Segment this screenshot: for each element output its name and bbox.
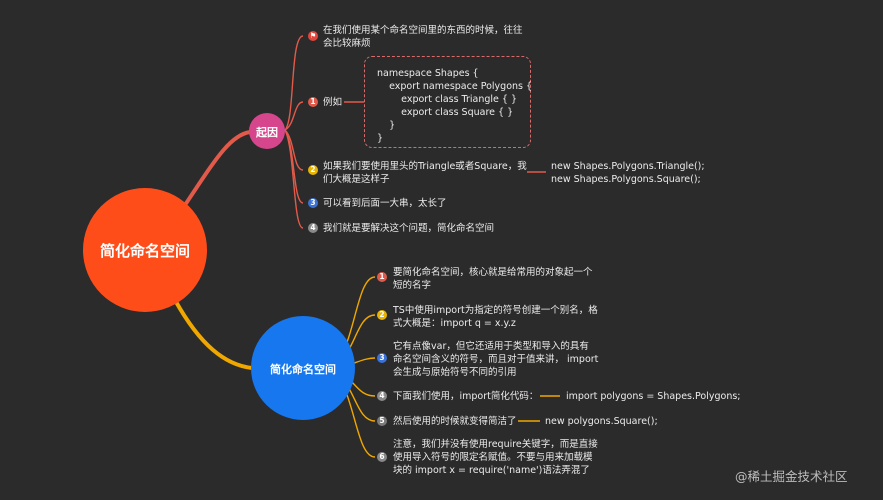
root-node[interactable]: 简化命名空间 <box>99 242 190 260</box>
badge-3-icon: 3 <box>377 353 387 363</box>
badge-1-icon: 1 <box>308 97 318 107</box>
cause-item-1[interactable]: 在我们使用某个命名空间里的东西的时候，往往 会比较麻烦 <box>323 25 523 49</box>
cause-item-3[interactable]: 可以看到后面一大串，太长了 <box>323 198 447 209</box>
code-line: } <box>377 120 396 131</box>
badge-6-icon: 6 <box>377 452 387 462</box>
watermark: @稀土掘金技术社区 <box>735 469 848 484</box>
code-line: namespace Shapes { <box>377 68 479 79</box>
code-line: } <box>377 133 384 144</box>
code-import: import polygons = Shapes.Polygons; <box>566 391 741 402</box>
code-line: export class Square { } <box>377 107 514 118</box>
cause-item-2[interactable]: 如果我们要使用里头的Triangle或者Square，我 们大概是这样子 <box>323 161 527 185</box>
badge-4-icon: 4 <box>377 391 387 401</box>
badge-3-icon: 3 <box>308 198 318 208</box>
simplify-item-6[interactable]: 注意，我们并没有使用require关键字，而是直接 使用导入符号的限定名赋值。不… <box>393 439 598 476</box>
code-line: export class Triangle { } <box>377 94 517 105</box>
simplify-item-1[interactable]: 要简化命名空间，核心就是给常用的对象起一个 短的名字 <box>393 267 593 291</box>
badge-1-icon: 1 <box>377 272 387 282</box>
badge-2-icon: 2 <box>308 165 318 175</box>
branch-cause-node[interactable]: 起因 <box>256 126 278 139</box>
simplify-item-4[interactable]: 下面我们使用，import简化代码： <box>393 391 539 402</box>
flag-icon: ⚑ <box>308 31 318 41</box>
code-use: new polygons.Square(); <box>545 416 658 427</box>
cause-item-example[interactable]: 例如 <box>323 97 343 108</box>
simplify-item-3[interactable]: 它有点像var，但它还适用于类型和导入的具有 命名空间含义的符号，而且对于值来讲… <box>393 341 599 378</box>
code-example-1: new Shapes.Polygons.Triangle(); new Shap… <box>551 161 705 185</box>
branch-simplify-node[interactable]: 简化命名空间 <box>270 363 336 376</box>
badge-2-icon: 2 <box>377 310 387 320</box>
simplify-item-2[interactable]: TS中使用import为指定的符号创建一个别名，格 式大概是：import q … <box>393 305 598 329</box>
cause-item-4[interactable]: 我们就是要解决这个问题，简化命名空间 <box>323 223 495 234</box>
badge-5-icon: 5 <box>377 416 387 426</box>
simplify-item-5[interactable]: 然后使用的时候就变得简洁了 <box>393 416 517 427</box>
code-line: export namespace Polygons { <box>377 81 533 92</box>
badge-4-icon: 4 <box>308 223 318 233</box>
namespace-code-box: namespace Shapes { export namespace Poly… <box>364 56 533 148</box>
